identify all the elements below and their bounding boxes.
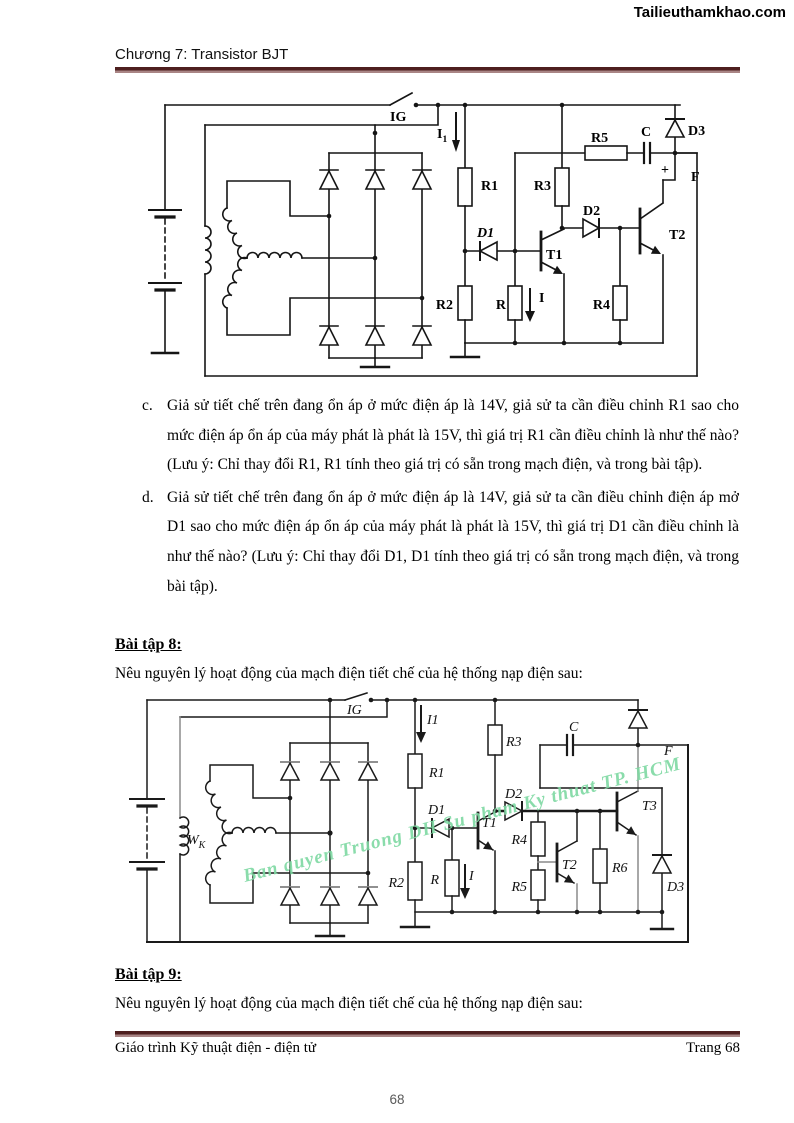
- label-i1-current: I1: [426, 713, 439, 728]
- label-t1: T1: [546, 248, 562, 263]
- label-r1: R1: [428, 766, 445, 781]
- footer-book-title: Giáo trình Kỹ thuật điện - điện tử: [115, 1040, 317, 1056]
- label-ig-switch: IG: [346, 703, 362, 718]
- label-r6: R6: [611, 861, 628, 876]
- list-item-d: d. Giả sử tiết chế trên đang ổn áp ở mức…: [142, 483, 739, 601]
- label-r3: R3: [505, 735, 522, 750]
- question-list: c. Giả sử tiết chế trên đang ổn áp ở mức…: [142, 391, 739, 604]
- label-d3: D3: [666, 880, 684, 895]
- label-r5: R5: [510, 880, 527, 895]
- label-wk-winding: WK: [187, 833, 207, 851]
- item-text: Giả sử tiết chế trên đang ổn áp ở mức đi…: [167, 397, 739, 474]
- page-number: 68: [389, 1092, 405, 1107]
- footer-rule: [115, 1031, 740, 1037]
- circuit-diagram-1: IG I1 R1 R2 D1 R I T1 R3 D2 R4 T2 R5 C D…: [148, 91, 705, 377]
- circuit-diagram-2: Ban quyen Truong DH Su pham Ky thuat TP.…: [129, 692, 689, 943]
- exercise8-heading: Bài tập 8:: [115, 636, 182, 653]
- label-r3: R3: [534, 179, 551, 194]
- header-rule: [115, 67, 740, 73]
- label-ig-switch: IG: [390, 110, 406, 125]
- label-r5: R5: [591, 131, 608, 146]
- label-d1: D1: [427, 803, 445, 818]
- item-text: Giả sử tiết chế trên đang ổn áp ở mức đi…: [167, 488, 739, 595]
- label-t2: T2: [669, 228, 685, 243]
- label-c-capacitor: C: [641, 125, 651, 140]
- label-t2: T2: [562, 858, 577, 873]
- label-i1-current: I1: [437, 127, 447, 145]
- site-watermark: Tailieuthamkhao.com: [633, 4, 786, 21]
- exercise9-heading: Bài tập 9:: [115, 966, 182, 983]
- footer-page-label: Trang 68: [685, 1040, 740, 1056]
- label-r2: R2: [387, 876, 404, 891]
- label-d3: D3: [688, 124, 705, 139]
- label-i-current: I: [468, 869, 475, 884]
- exercise8-prompt: Nêu nguyên lý hoạt động của mạch điện ti…: [115, 665, 583, 682]
- label-d2: D2: [583, 204, 600, 219]
- page-footer: Giáo trình Kỹ thuật điện - điện tử Trang…: [115, 1040, 740, 1057]
- label-d1: D1: [476, 226, 494, 241]
- label-r4: R4: [593, 298, 610, 313]
- label-c-capacitor: C: [569, 720, 579, 735]
- label-f-field: F: [691, 170, 700, 185]
- label-r: R: [496, 298, 507, 313]
- chapter-header: Chương 7: Transistor BJT: [115, 46, 289, 63]
- label-plus: +: [661, 163, 669, 178]
- label-r: R: [429, 873, 439, 888]
- list-item-c: c. Giả sử tiết chế trên đang ổn áp ở mức…: [142, 391, 739, 480]
- label-r4: R4: [510, 833, 527, 848]
- label-t3: T3: [642, 799, 657, 814]
- exercise9-prompt: Nêu nguyên lý hoạt động của mạch điện ti…: [115, 995, 583, 1012]
- label-r2: R2: [436, 298, 453, 313]
- label-t1: T1: [482, 816, 497, 831]
- label-f-field: F: [663, 744, 673, 759]
- item-marker: c.: [142, 397, 153, 414]
- item-marker: d.: [142, 488, 154, 506]
- label-d2: D2: [504, 787, 522, 802]
- label-i-current: I: [539, 291, 544, 306]
- label-r1: R1: [481, 179, 498, 194]
